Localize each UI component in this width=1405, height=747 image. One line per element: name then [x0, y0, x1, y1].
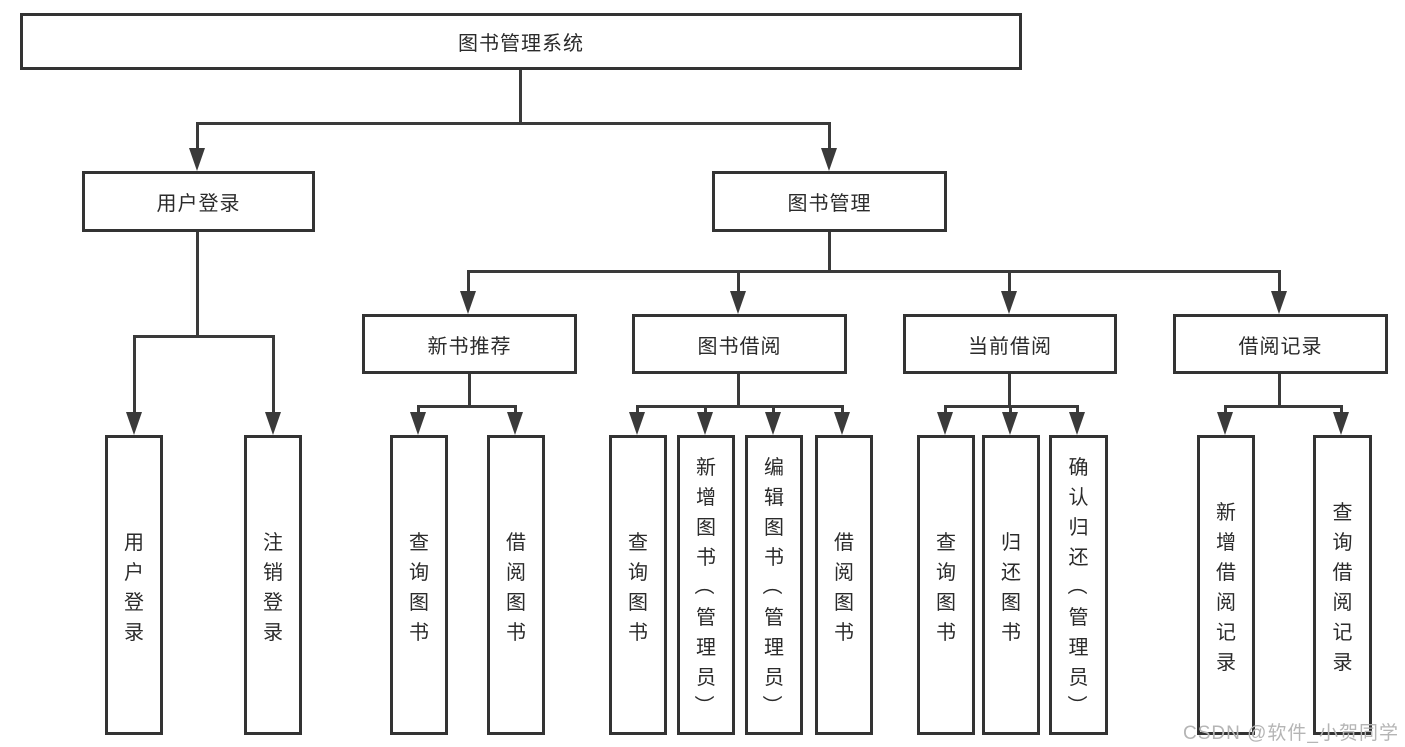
arrow-down-icon [1333, 412, 1349, 435]
node-book-management: 图书管理 [712, 171, 947, 232]
leaf-query-books-1-label: 查询图书 [409, 531, 429, 644]
connector-line [196, 232, 199, 335]
arrow-down-icon [410, 412, 426, 435]
connector-line [772, 405, 775, 415]
connector-line [196, 122, 831, 125]
node-borrowing-records-label: 借阅记录 [1238, 335, 1323, 358]
leaf-borrow-books-2: 借阅图书 [815, 435, 873, 735]
leaf-query-borrow-record-label: 查询借阅记录 [1332, 501, 1353, 674]
leaf-borrow-books-1: 借阅图书 [487, 435, 545, 735]
leaf-edit-book-admin-label: 编辑图书（管理员） [760, 456, 785, 716]
node-new-book-recommend-label: 新书推荐 [427, 335, 512, 358]
arrow-down-icon [460, 291, 476, 314]
leaf-add-borrow-record-label: 新增借阅记录 [1216, 501, 1236, 674]
connector-line [133, 335, 136, 413]
connector-line [467, 270, 1281, 273]
node-user-login-label: 用户登录 [156, 193, 241, 215]
arrow-down-icon [1271, 291, 1287, 314]
connector-line [1278, 374, 1281, 405]
connector-line [1008, 270, 1011, 292]
connector-line [636, 405, 844, 408]
connector-line [636, 405, 639, 415]
connector-line [1076, 405, 1079, 415]
leaf-query-books-3: 查询图书 [917, 435, 975, 735]
connector-line [1009, 405, 1012, 415]
leaf-add-book-admin: 新增图书（管理员） [677, 435, 735, 735]
leaf-add-borrow-record: 新增借阅记录 [1197, 435, 1255, 735]
connector-line [944, 405, 947, 415]
connector-line [1278, 270, 1281, 292]
leaf-borrow-books-2-label: 借阅图书 [834, 531, 854, 644]
connector-line [1224, 405, 1342, 408]
connector-line [1008, 374, 1011, 405]
connector-line [417, 405, 517, 408]
node-root: 图书管理系统 [20, 13, 1022, 70]
leaf-query-books-1: 查询图书 [390, 435, 448, 735]
arrow-down-icon [1002, 412, 1018, 435]
connector-line [468, 374, 471, 405]
leaf-logout: 注销登录 [244, 435, 302, 735]
leaf-user-login: 用户登录 [105, 435, 163, 735]
leaf-user-login-label: 用户登录 [124, 531, 144, 644]
arrow-down-icon [1069, 412, 1085, 435]
node-borrowing-records: 借阅记录 [1173, 314, 1388, 374]
connector-line [1224, 405, 1227, 415]
connector-line [828, 122, 831, 152]
arrow-down-icon [697, 412, 713, 435]
connector-line [133, 335, 275, 338]
connector-line [737, 270, 740, 292]
arrow-down-icon [730, 291, 746, 314]
node-current-borrowing-label: 当前借阅 [968, 335, 1052, 358]
node-book-borrowing: 图书借阅 [632, 314, 847, 374]
connector-line [196, 122, 199, 152]
arrow-down-icon [765, 412, 781, 435]
arrow-down-icon [1217, 412, 1233, 435]
leaf-return-book: 归还图书 [982, 435, 1040, 735]
connector-line [467, 270, 470, 292]
watermark: CSDN @软件_小贺同学 [1183, 723, 1399, 744]
leaf-add-book-admin-label: 新增图书（管理员） [692, 456, 717, 716]
arrow-down-icon [1001, 291, 1017, 314]
leaf-confirm-return-admin: 确认归还（管理员） [1049, 435, 1108, 735]
leaf-logout-label: 注销登录 [263, 531, 283, 644]
node-book-borrowing-label: 图书借阅 [697, 335, 782, 358]
arrow-down-icon [189, 148, 205, 171]
arrow-down-icon [126, 412, 142, 435]
connector-line [704, 405, 707, 415]
arrow-down-icon [834, 412, 850, 435]
node-user-login: 用户登录 [82, 171, 315, 232]
arrow-down-icon [265, 412, 281, 435]
arrow-down-icon [937, 412, 953, 435]
leaf-query-borrow-record: 查询借阅记录 [1313, 435, 1372, 735]
arrow-down-icon [629, 412, 645, 435]
leaf-query-books-3-label: 查询图书 [936, 531, 956, 644]
arrow-down-icon [821, 148, 837, 171]
node-new-book-recommend: 新书推荐 [362, 314, 577, 374]
connector-line [417, 405, 420, 415]
leaf-confirm-return-admin-label: 确认归还（管理员） [1065, 456, 1089, 716]
node-book-management-label: 图书管理 [787, 193, 872, 215]
connector-line [1340, 405, 1343, 415]
leaf-borrow-books-1-label: 借阅图书 [506, 531, 526, 644]
connector-line [514, 405, 517, 415]
connector-line [841, 405, 844, 415]
leaf-return-book-label: 归还图书 [1001, 531, 1021, 644]
leaf-query-books-2: 查询图书 [609, 435, 667, 735]
leaf-query-books-2-label: 查询图书 [628, 531, 648, 644]
connector-line [828, 232, 831, 270]
connector-line [272, 335, 275, 413]
node-root-label: 图书管理系统 [458, 33, 584, 55]
arrow-down-icon [507, 412, 523, 435]
leaf-edit-book-admin: 编辑图书（管理员） [745, 435, 803, 735]
connector-line [519, 70, 522, 122]
connector-line [737, 374, 740, 405]
node-current-borrowing: 当前借阅 [903, 314, 1117, 374]
